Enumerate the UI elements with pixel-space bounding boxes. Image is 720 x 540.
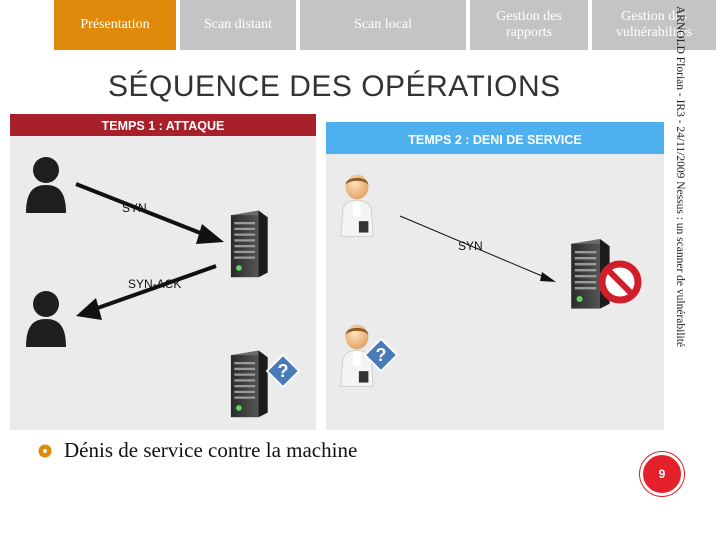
page-number-badge: 9	[640, 452, 684, 496]
server-icon	[230, 350, 268, 418]
question-mark: ?	[376, 345, 387, 365]
panel-dos-header	[326, 122, 664, 154]
bullet-icon	[38, 444, 52, 457]
syn-arrow-head	[196, 224, 224, 244]
sequence-diagram: TEMPS 1 : ATTAQUE TEMPS 2 : DENI DE SERV…	[10, 114, 664, 430]
tab-scan-local[interactable]: Scan local	[300, 0, 466, 50]
dos-syn-arrow-head	[540, 272, 556, 282]
slide-title: SÉQUENCE DES OPÉRATIONS	[108, 70, 561, 103]
syn-arrow-line	[75, 182, 209, 238]
nav-tabs: Présentation Scan distant Scan local Ges…	[54, 0, 716, 50]
panel-attack-header	[10, 114, 316, 136]
tab-label: Présentation	[80, 17, 150, 32]
panel-attack-title: TEMPS 1 : ATTAQUE	[102, 119, 225, 133]
side-footer-text: ARNOLD Florian - IR3 - 24/11/2009 Nessus…	[674, 6, 686, 348]
panel-attack-background	[10, 114, 316, 430]
tab-label: Scan distant	[203, 17, 273, 32]
bullet-text: Dénis de service contre la machine	[64, 438, 358, 462]
tab-label: Gestion des vulnérabilités	[615, 9, 693, 40]
synack-label: SYN-ACK	[128, 277, 181, 291]
synack-arrow-line	[91, 264, 217, 312]
server-icon	[230, 210, 268, 278]
tab-label: Gestion des rapports	[496, 9, 562, 40]
tab-gestion-rapports[interactable]: Gestion des rapports	[470, 0, 588, 50]
syn-label: SYN	[122, 201, 147, 215]
dos-syn-label: SYN	[458, 239, 483, 253]
question-mark: ?	[278, 361, 289, 381]
panel-dos-title: TEMPS 2 : DENI DE SERVICE	[408, 133, 581, 147]
tab-presentation[interactable]: Présentation	[54, 0, 176, 50]
tab-gestion-vulnerabilites[interactable]: Gestion des vulnérabilités	[592, 0, 716, 50]
blocked-icon	[598, 260, 642, 304]
dos-syn-arrow-line	[399, 215, 543, 277]
side-footer: ARNOLD Florian - IR3 - 24/11/2009 Nessus…	[671, 6, 689, 406]
synack-arrow-head	[76, 298, 102, 320]
page-number: 9	[658, 467, 666, 481]
tab-scan-distant[interactable]: Scan distant	[180, 0, 296, 50]
tab-label: Scan local	[354, 17, 412, 32]
bullet-item: Dénis de service contre la machine	[38, 438, 357, 463]
